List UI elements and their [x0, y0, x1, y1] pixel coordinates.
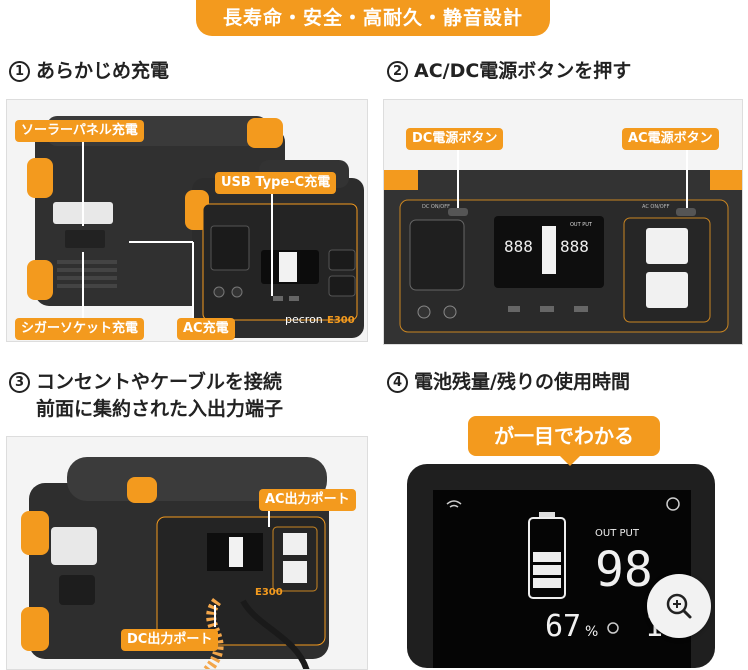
- step-number: 4: [387, 372, 408, 393]
- zoom-button[interactable]: [647, 574, 711, 638]
- panel-battery-display: OUT PUT 98 67 % 1: [407, 464, 715, 668]
- panel-charging: pecron E300 ソーラーパネル充電 USB Type-C充電 シガーソケ…: [6, 99, 368, 342]
- svg-text:888: 888: [504, 237, 533, 256]
- glance-callout: が一目でわかる: [468, 416, 660, 466]
- step-number: 2: [387, 61, 408, 82]
- clock-icon: [607, 622, 619, 634]
- ac-power-button-callout: AC電源ボタン: [622, 128, 719, 150]
- zoom-in-icon: [666, 593, 692, 619]
- step-title: 電池残量/残りの使用時間: [414, 371, 630, 393]
- feature-banner: 長寿命・安全・高耐久・静音設計: [196, 0, 550, 36]
- step-4-heading: 4 電池残量/残りの使用時間: [387, 369, 630, 395]
- solar-charge-callout: ソーラーパネル充電: [15, 120, 144, 142]
- usb-c-charge-callout: USB Type-C充電: [215, 172, 337, 194]
- out-put-label: OUT PUT: [570, 222, 593, 228]
- step-title: あらかじめ充電: [36, 60, 170, 82]
- panel-ports: E300 AC出力ポート DC出力ポート: [6, 436, 368, 670]
- ac-output-port-callout: AC出力ポート: [259, 489, 356, 511]
- percent-symbol: %: [585, 624, 598, 640]
- dc-output-port-callout: DC出力ポート: [121, 629, 219, 651]
- model-text: E300: [327, 315, 355, 326]
- lcd-display-illustration: OUT PUT 98 67 % 1: [407, 464, 715, 668]
- output-value: 98: [595, 542, 653, 598]
- model-text: E300: [255, 587, 283, 598]
- step-2-heading: 2 AC/DC電源ボタンを押す: [387, 58, 631, 84]
- wifi-icon: [446, 500, 462, 508]
- ac-charge-callout: AC充電: [177, 318, 235, 340]
- out-put-label: OUT PUT: [595, 528, 640, 539]
- step-title: AC/DC電源ボタンを押す: [414, 60, 632, 82]
- battery-percent-value: 67: [545, 609, 581, 644]
- step-3-subheading: 前面に集約された入出力端子: [36, 398, 284, 420]
- step-number: 1: [9, 61, 30, 82]
- dc-power-button-callout: DC電源ボタン: [406, 128, 504, 150]
- fan-icon: [666, 497, 680, 511]
- step-number: 3: [9, 372, 30, 393]
- step-3-heading: 3 コンセントやケーブルを接続: [9, 369, 282, 395]
- step-1-heading: 1 あらかじめ充電: [9, 58, 169, 84]
- car-socket-charge-callout: シガーソケット充電: [15, 318, 145, 340]
- dc-onoff-label: DC ON/OFF: [422, 204, 450, 210]
- brand-text: pecron: [285, 313, 323, 326]
- svg-text:888: 888: [560, 237, 589, 256]
- ac-onoff-label: AC ON/OFF: [642, 204, 670, 210]
- front-panel-illustration: DC ON/OFF 888 888 OUT PUT AC ON/OFF: [384, 140, 742, 344]
- panel-power-buttons: DC ON/OFF 888 888 OUT PUT AC ON/OFF DC電源…: [383, 99, 743, 345]
- step-title-line1: コンセントやケーブルを接続: [36, 371, 282, 393]
